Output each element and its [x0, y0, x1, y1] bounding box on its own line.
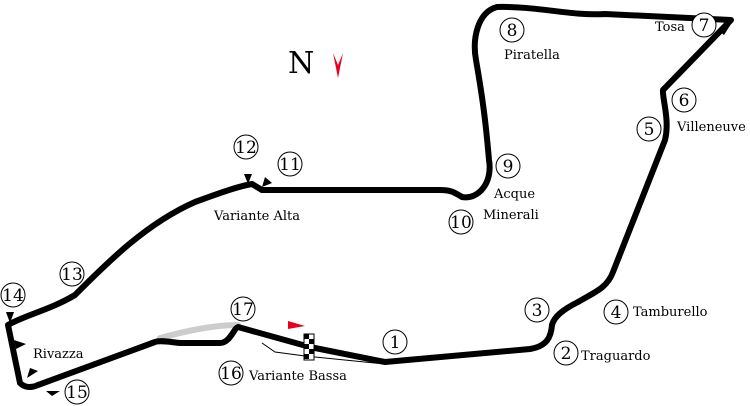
direction-flag-icon	[288, 321, 305, 329]
turn-marker-16: 16	[218, 360, 244, 386]
turn-marker-11: 11	[277, 151, 303, 177]
track-outline	[5, 3, 734, 391]
svg-text:7: 7	[699, 16, 710, 36]
label-rivazza: Rivazza	[33, 347, 84, 362]
arrow-rivazza-bottom-icon	[27, 368, 38, 378]
svg-text:12: 12	[235, 138, 257, 158]
svg-text:2: 2	[561, 344, 572, 364]
arrow-turn-15-icon	[46, 391, 60, 396]
turn-marker-14: 14	[0, 282, 26, 308]
turn-marker-8: 8	[499, 17, 525, 43]
svg-text:5: 5	[644, 120, 655, 140]
start-finish-line	[303, 333, 315, 361]
svg-text:13: 13	[61, 265, 83, 285]
label-minerali: Minerali	[483, 208, 539, 223]
north-letter: N	[288, 46, 314, 81]
label-tosa: Tosa	[655, 20, 685, 35]
turn-marker-7: 7	[691, 12, 717, 38]
label-piratella: Piratella	[504, 48, 560, 63]
svg-text:6: 6	[679, 91, 690, 111]
turn-marker-9: 9	[495, 153, 521, 179]
label-tamburello: Tamburello	[633, 305, 708, 320]
turn-marker-5: 5	[636, 116, 662, 142]
svg-text:16: 16	[220, 364, 242, 384]
turn-marker-15: 15	[64, 379, 90, 405]
arrow-turn-11-icon	[262, 177, 272, 187]
turn-marker-17: 17	[230, 296, 256, 322]
turn-marker-6: 6	[671, 87, 697, 113]
turn-marker-4: 4	[603, 299, 629, 325]
label-variante-bassa: Variante Bassa	[248, 369, 347, 384]
svg-text:11: 11	[279, 155, 301, 175]
svg-text:17: 17	[232, 300, 254, 320]
svg-text:1: 1	[390, 333, 401, 353]
arrow-turn-14-icon	[6, 312, 14, 323]
label-variante-alta: Variante Alta	[213, 209, 300, 224]
arrow-turn-7-icon	[718, 24, 731, 35]
turn-marker-2: 2	[553, 340, 579, 366]
label-traguardo: Traguardo	[581, 349, 651, 364]
turn-marker-13: 13	[59, 261, 85, 287]
pit-lane	[261, 342, 386, 365]
old-track-section	[157, 322, 241, 341]
svg-text:4: 4	[611, 303, 622, 323]
turn-marker-10: 10	[448, 209, 474, 235]
north-arrow-icon	[333, 53, 343, 78]
turn-marker-3: 3	[524, 297, 550, 323]
turn-marker-12: 12	[233, 134, 259, 160]
arrow-turn-12-icon	[244, 174, 252, 184]
svg-text:3: 3	[532, 301, 543, 321]
svg-text:9: 9	[503, 157, 514, 177]
turn-marker-1: 1	[382, 329, 408, 355]
svg-text:14: 14	[2, 286, 24, 306]
svg-text:10: 10	[450, 213, 472, 233]
label-villeneuve: Villeneuve	[676, 120, 746, 135]
label-acque: Acque	[493, 187, 535, 202]
arrow-rivazza-top-icon	[14, 340, 26, 349]
svg-text:15: 15	[66, 383, 88, 403]
svg-text:8: 8	[507, 21, 518, 41]
